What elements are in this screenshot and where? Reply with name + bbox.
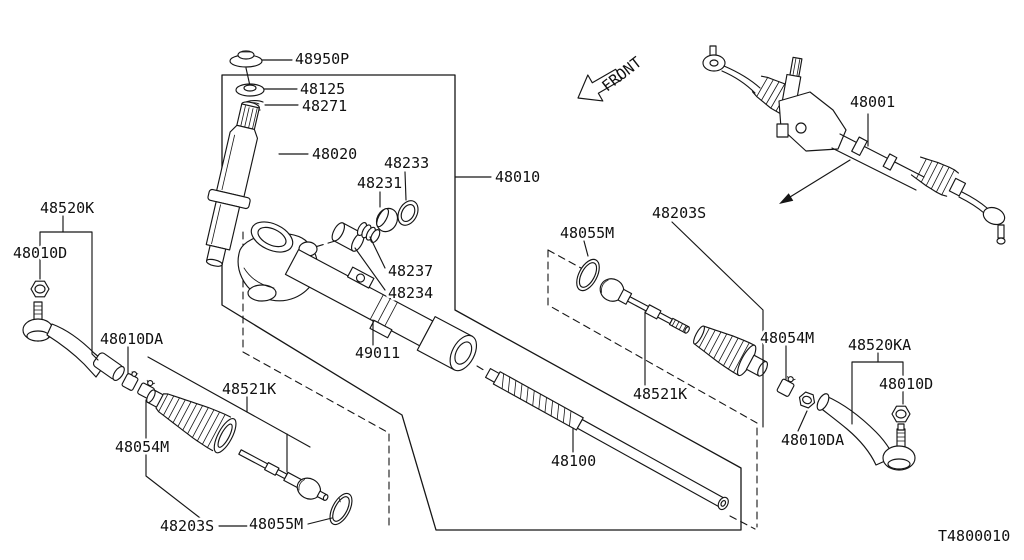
part-label-48010: 48010	[495, 168, 540, 186]
stopper-ring-left-drawing	[329, 492, 353, 526]
part-label-48231: 48231	[357, 174, 402, 192]
dust-cap-drawing	[229, 50, 263, 87]
steering-rack-drawing	[485, 368, 729, 511]
inner-socket-left-drawing	[238, 449, 329, 501]
part-label-48237: 48237	[388, 262, 433, 280]
front-direction-label: FRONT	[598, 53, 645, 95]
stopper-ring-right-drawing	[576, 258, 600, 292]
part-label-48010da-left: 48010DA	[100, 330, 163, 348]
part-label-48203s-left: 48203S	[160, 517, 214, 535]
front-arrow-icon	[577, 68, 623, 102]
gear-housing-drawing	[237, 221, 478, 372]
boot-right-drawing	[693, 325, 769, 377]
part-label-48521k-left: 48521K	[222, 380, 276, 398]
inner-socket-right-drawing	[599, 278, 690, 334]
part-label-48521k-right: 48521K	[633, 385, 687, 403]
lock-nut-right-inner-drawing	[798, 391, 816, 409]
leader-lines	[39, 59, 904, 527]
part-label-48055m-left: 48055M	[249, 515, 303, 533]
part-label-48125: 48125	[300, 80, 345, 98]
part-label-48271: 48271	[302, 97, 347, 115]
tie-rod-clamp-left-drawing	[121, 371, 139, 391]
part-label-48203s-right: 48203S	[652, 204, 706, 222]
part-label-48100: 48100	[551, 452, 596, 470]
part-label-48010da-right: 48010DA	[781, 431, 844, 449]
part-label-48055m-right: 48055M	[560, 224, 614, 242]
part-label-48001: 48001	[850, 93, 895, 111]
direction-arrow	[779, 159, 851, 204]
o-ring-drawing	[397, 200, 419, 226]
boot-left-drawing	[146, 389, 237, 454]
pinion-shaft-drawing	[205, 101, 260, 267]
part-label-48054m-right: 48054M	[760, 329, 814, 347]
gear-linkage-assembly-drawing	[702, 45, 1006, 245]
tie-rod-end-right-drawing	[816, 393, 916, 471]
part-labels: 48950P 48125 48271 48020 48233 48231 480…	[11, 48, 936, 538]
boot-clamp-right-drawing	[776, 376, 796, 397]
dust-seal-drawing	[235, 83, 265, 97]
retainer-spring-drawing	[356, 222, 381, 244]
part-label-48950p: 48950P	[295, 50, 349, 68]
part-label-48234: 48234	[388, 284, 433, 302]
part-label-48520ka: 48520KA	[848, 336, 911, 354]
part-label-48020: 48020	[312, 145, 357, 163]
drawing-number: T4800010	[938, 527, 1010, 545]
part-label-49011: 49011	[355, 344, 400, 362]
part-label-48010d-left: 48010D	[13, 244, 67, 262]
boot-kit-dashed-box-left	[242, 231, 390, 531]
gear-assembly-outline-box	[221, 74, 742, 531]
part-label-48233: 48233	[384, 154, 429, 172]
part-label-48010d-right: 48010D	[879, 375, 933, 393]
part-label-48520k: 48520K	[40, 199, 94, 217]
adjust-cup-drawing	[375, 207, 399, 233]
part-label-48054m-left: 48054M	[115, 438, 169, 456]
tie-rod-end-left-drawing	[22, 280, 125, 381]
front-label-text: FRONT	[598, 53, 645, 95]
rack-retainer-drawing	[331, 222, 365, 252]
